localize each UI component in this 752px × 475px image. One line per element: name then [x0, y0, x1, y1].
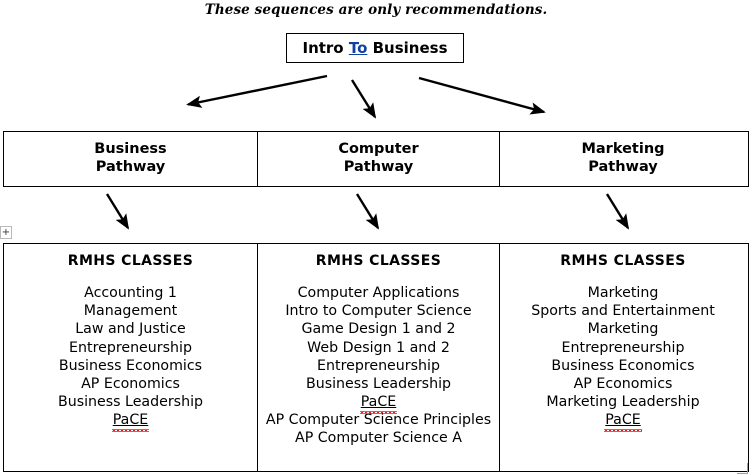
page-title: These sequences are only recommendations… — [204, 2, 548, 18]
table-move-handle[interactable]: + — [0, 226, 12, 239]
pathway-label-computer: Computer Pathway — [338, 141, 419, 175]
arrow-computer-pathway-to-classes — [355, 193, 380, 230]
class-list-item: Business Economics — [551, 357, 695, 374]
spellcheck-flagged-term[interactable]: PaCE — [604, 412, 643, 433]
class-list-item: Management — [83, 303, 178, 320]
class-list-item: Marketing — [587, 285, 659, 301]
class-list-item: Intro to Computer Science — [285, 303, 472, 320]
class-list-item: Law and Justice — [75, 321, 186, 338]
pathway-label-marketing: Marketing Pathway — [581, 141, 665, 175]
class-list-item: PaCE — [4, 411, 257, 433]
class-list-item: Entrepreneurship — [69, 339, 192, 356]
class-list-item: Business Leadership — [57, 394, 204, 411]
class-list-item: Marketing — [587, 321, 659, 338]
intro-text-before: Intro — [302, 39, 349, 57]
intro-to-business-label: Intro To Business — [302, 39, 447, 57]
arrow-intro-to-computer-pathway — [350, 79, 377, 119]
classes-title-marketing: RMHS CLASSES — [560, 253, 686, 269]
class-list-item: Accounting 1 — [84, 285, 177, 301]
class-list-item: Game Design 1 and 2 — [301, 321, 456, 338]
arrow-business-pathway-to-classes — [105, 193, 130, 230]
class-list-item: AP Computer Science A — [294, 430, 463, 447]
class-list-item: Sports and Entertainment — [531, 303, 715, 320]
pathway-row: Business Pathway Computer Pathway Market… — [3, 131, 749, 187]
spellcheck-flagged-term[interactable]: PaCE — [111, 412, 150, 433]
class-list-item: Entrepreneurship — [561, 339, 685, 356]
class-list-item: AP Economics — [573, 375, 673, 392]
arrow-intro-to-marketing-pathway — [418, 76, 546, 115]
pathway-label-business: Business Pathway — [94, 141, 167, 175]
class-list-item: Computer Applications — [297, 285, 460, 301]
pathway-cell-marketing[interactable]: Marketing Pathway — [500, 132, 746, 186]
classes-title-business: RMHS CLASSES — [67, 253, 194, 269]
spellcheck-flagged-term[interactable]: PaCE — [359, 394, 398, 415]
class-list-item: AP Computer Science Principles — [265, 412, 492, 429]
intro-text-after: Business — [367, 39, 448, 57]
classes-title-computer: RMHS CLASSES — [315, 253, 442, 269]
pathway-cell-business[interactable]: Business Pathway — [4, 132, 258, 186]
table-resize-handle[interactable] — [737, 463, 748, 474]
intro-to-business-box[interactable]: Intro To Business — [286, 33, 464, 63]
class-list-item: AP Economics — [81, 375, 180, 392]
class-list-item: PaCE — [258, 393, 499, 415]
class-list-item: Business Economics — [58, 357, 203, 374]
arrow-marketing-pathway-to-classes — [605, 193, 630, 230]
class-list-item: Web Design 1 and 2 — [307, 339, 450, 356]
class-list-item: Business Leadership — [305, 375, 452, 392]
class-list-item: PaCE — [500, 411, 746, 433]
arrow-intro-to-business-pathway — [186, 74, 328, 108]
class-list-item: Entrepreneurship — [317, 357, 440, 374]
class-list-item: Marketing Leadership — [546, 394, 700, 411]
pathway-cell-computer[interactable]: Computer Pathway — [258, 132, 500, 186]
intro-text-link[interactable]: To — [348, 39, 368, 57]
